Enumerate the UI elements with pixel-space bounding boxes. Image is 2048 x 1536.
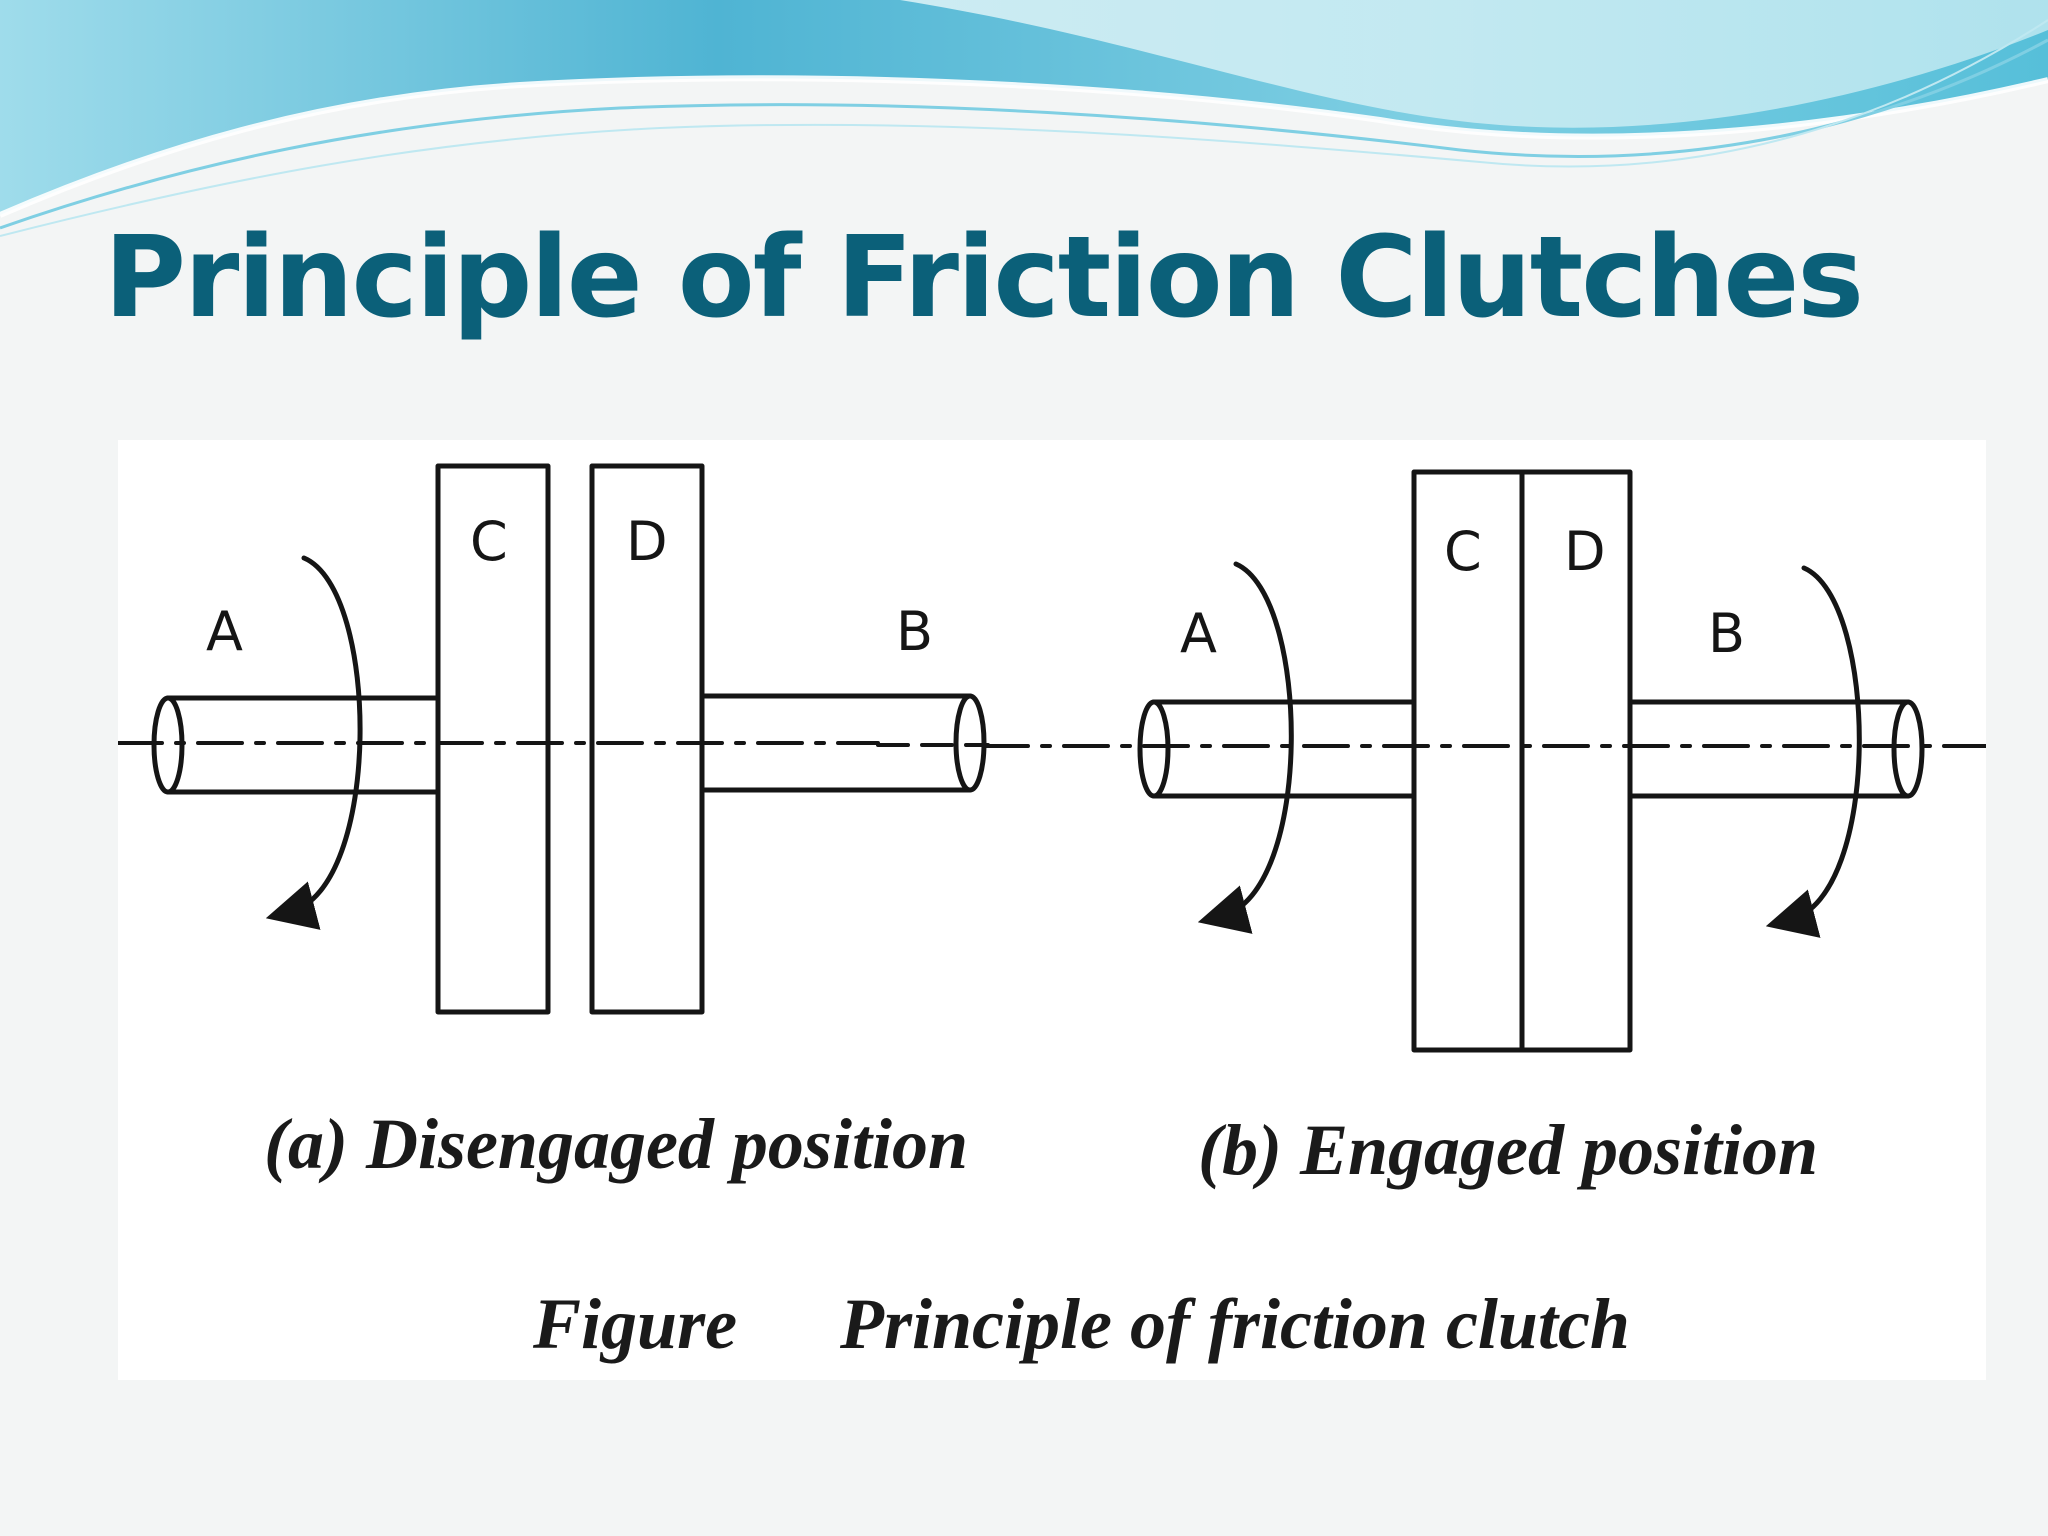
disc-d [589,463,705,1015]
rotation-arrow-icon [1765,565,1862,938]
rotation-arrow-icon [265,555,363,930]
slide-title: Principle of Friction Clutches [104,213,1864,343]
figure-caption-title: Principle of friction clutch [840,1284,1630,1364]
clutch-figure: A C D B A [118,440,1986,1380]
shaft-b [1627,699,1925,799]
caption-engaged: (b) Engaged position [1198,1110,1819,1190]
disc-c [435,463,551,1015]
shaft-a [1137,699,1417,799]
caption-disengaged: (a) Disengaged position [264,1104,969,1184]
header-wave-decoration [0,0,2048,237]
engaged-diagram: A C D B [876,469,1986,1053]
figure-caption-prefix: Figure [533,1284,738,1364]
clutch-diagram: A C D B A [118,463,1986,1053]
label-shaft-a: A [1180,602,1217,665]
label-shaft-b: B [896,600,933,663]
label-disc-c: C [470,510,508,573]
label-shaft-b: B [1708,602,1745,665]
rotation-arrow-icon [1197,561,1294,934]
disc-d [1519,469,1633,1053]
disengaged-diagram: A C D B [118,463,987,1015]
label-disc-c: C [1444,520,1482,583]
shaft-a [151,695,441,795]
label-disc-d: D [1564,520,1606,583]
label-disc-d: D [626,510,668,573]
label-shaft-a: A [206,600,243,663]
